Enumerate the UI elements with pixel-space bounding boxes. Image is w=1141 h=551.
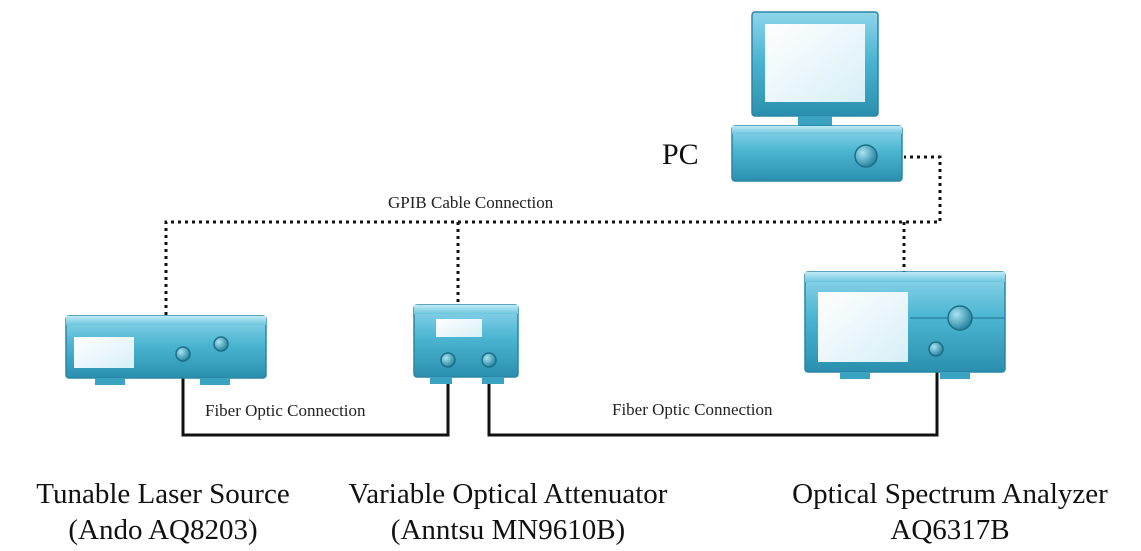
laser-knob (213, 336, 229, 352)
fiber-cable-attenuator-analyzer (487, 349, 939, 437)
laser-caption: Tunable Laser Source (Ando AQ8203) (6, 476, 320, 548)
attenuator-device (413, 304, 519, 384)
laser-source-device (65, 315, 267, 385)
analyzer-display (818, 292, 908, 362)
fiber-cable-laser-attenuator (181, 357, 450, 437)
spectrum-analyzer-device (804, 271, 1006, 379)
analyzer-input-port (928, 341, 944, 357)
attenuator-caption: Variable Optical Attenuator (Anntsu MN96… (318, 476, 698, 548)
analyzer-model: AQ6317B (890, 514, 1010, 546)
attenuator-input-port (440, 352, 456, 368)
fiber-cables (181, 349, 939, 437)
pc-monitor (751, 11, 879, 130)
attenuator-name: Variable Optical Attenuator (348, 478, 668, 510)
laser-name: Tunable Laser Source (36, 478, 290, 510)
gpib-connection-label: GPIB Cable Connection (388, 193, 554, 212)
laser-output-port (175, 346, 191, 362)
laser-display (74, 337, 134, 368)
attenuator-output-port (481, 352, 497, 368)
analyzer-name: Optical Spectrum Analyzer (792, 478, 1108, 510)
analyzer-caption: Optical Spectrum Analyzer AQ6317B (762, 476, 1138, 548)
pc-power-knob (854, 144, 878, 168)
pc-label: PC (662, 138, 699, 171)
attenuator-display (436, 319, 482, 337)
pc-base-unit (731, 125, 903, 182)
attenuator-model: (Anntsu MN9610B) (390, 514, 626, 546)
laser-model: (Ando AQ8203) (68, 514, 258, 546)
fiber-connection-label-1: Fiber Optic Connection (205, 401, 366, 420)
analyzer-knob (947, 305, 973, 331)
gpib-cables (164, 155, 942, 315)
fiber-connection-label-2: Fiber Optic Connection (612, 400, 773, 419)
